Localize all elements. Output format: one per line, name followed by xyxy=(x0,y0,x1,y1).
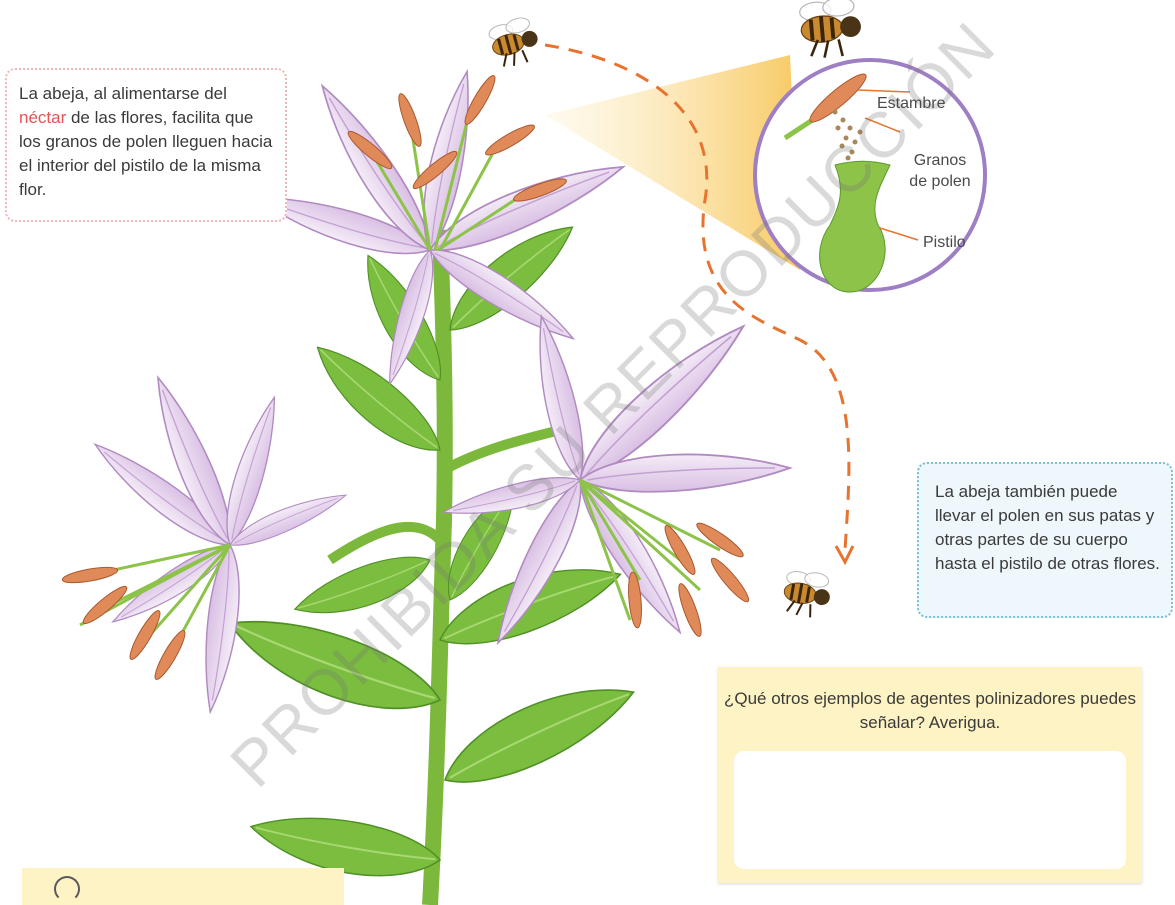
flight-arrowhead xyxy=(836,546,853,562)
nectar-highlight: néctar xyxy=(19,108,66,127)
callout-bee-feeding-text-1: La abeja, al alimentarse del xyxy=(19,84,227,103)
bottom-note-box xyxy=(22,868,344,905)
bee-top-left-icon xyxy=(487,15,543,70)
callout-bee-legs: La abeja también puede llevar el polen e… xyxy=(917,462,1173,618)
label-pollen: Granos de polen xyxy=(895,150,985,192)
bee-right-icon xyxy=(781,568,834,620)
label-pollen-line2: de polen xyxy=(895,171,985,192)
plant-stem xyxy=(430,230,445,905)
note-icon xyxy=(54,876,80,902)
question-box: ¿Qué otros ejemplos de agentes polinizad… xyxy=(718,667,1142,883)
answer-field[interactable] xyxy=(734,751,1126,869)
label-pistil: Pistilo xyxy=(923,232,966,253)
label-pollen-line1: Granos xyxy=(895,150,985,171)
bee-magnifier-icon xyxy=(799,0,864,59)
label-stamen: Estambre xyxy=(877,93,945,114)
callout-bee-feeding: La abeja, al alimentarse del néctar de l… xyxy=(5,68,287,222)
callout-bee-legs-text: La abeja también puede llevar el polen e… xyxy=(935,482,1160,573)
question-text: ¿Qué otros ejemplos de agentes polinizad… xyxy=(718,687,1142,735)
